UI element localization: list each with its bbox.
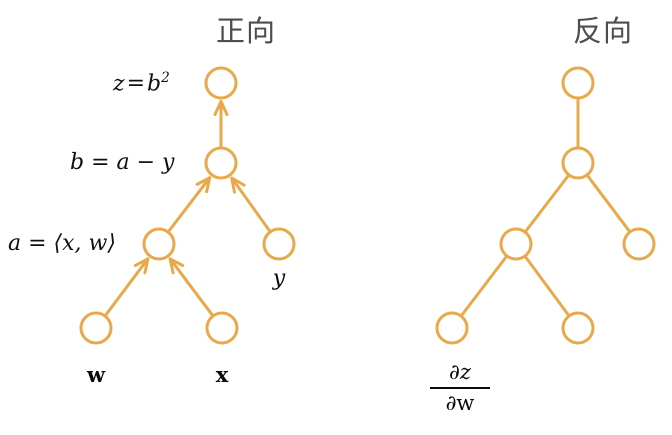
edge-node-w-to-node-a xyxy=(104,257,150,317)
node-z[interactable] xyxy=(204,66,238,100)
gradient-numerator: ∂z xyxy=(449,360,471,384)
equation-z: z=b2 xyxy=(113,70,170,97)
gradient-denominator: ∂w xyxy=(445,390,475,415)
edge-node-x-to-node-a xyxy=(168,257,214,317)
equation-z-exponent: 2 xyxy=(161,70,170,86)
node-x[interactable] xyxy=(205,311,239,345)
node-x-back[interactable] xyxy=(561,311,595,345)
arrowhead-node-a xyxy=(168,257,185,275)
edge-node-w-back-to-node-a-back xyxy=(460,255,508,317)
label-w: w xyxy=(86,362,106,387)
label-y: y xyxy=(272,266,286,291)
fraction-bar xyxy=(430,386,490,389)
edge-node-a-back-to-node-b-back xyxy=(524,174,570,233)
equation-z-rhs: b xyxy=(147,71,162,97)
equation-z-op: = xyxy=(126,71,146,97)
node-z-back[interactable] xyxy=(561,66,595,100)
node-a[interactable] xyxy=(142,227,176,261)
node-b[interactable] xyxy=(204,146,238,180)
node-y[interactable] xyxy=(262,227,296,261)
equation-b: b = a − y xyxy=(70,150,175,175)
node-w-back[interactable] xyxy=(435,311,469,345)
edges-layer xyxy=(104,98,631,317)
gradient-fraction: ∂z ∂w xyxy=(430,360,490,415)
edge-node-y-to-node-b xyxy=(230,176,271,233)
edge-node-y-back-to-node-b-back xyxy=(586,174,631,233)
node-y-back[interactable] xyxy=(622,227,656,261)
equation-a: a = ⟨x, w⟩ xyxy=(8,231,116,256)
arrowhead-node-a xyxy=(133,257,150,275)
node-b-back[interactable] xyxy=(561,146,595,180)
header-forward: 正向 xyxy=(216,14,277,48)
equation-z-lhs: z xyxy=(113,71,125,97)
edge-node-a-to-node-b xyxy=(167,176,212,233)
edge-node-x-back-to-node-a-back xyxy=(524,255,570,317)
header-backward: 反向 xyxy=(573,14,634,48)
nodes-layer xyxy=(79,66,656,345)
node-a-back[interactable] xyxy=(499,227,533,261)
node-w[interactable] xyxy=(79,311,113,345)
arrowhead-node-b xyxy=(230,176,246,194)
arrowhead-node-z xyxy=(213,100,229,116)
arrowhead-node-b xyxy=(195,176,212,194)
label-x: x xyxy=(215,362,229,387)
